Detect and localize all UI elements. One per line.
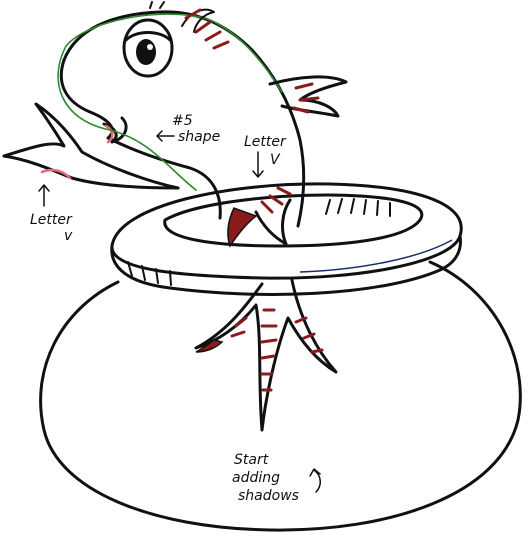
pot-body — [39, 260, 522, 532]
annotation-letter-v-right-line1: Letter — [244, 134, 287, 150]
annotation-letter-v-left-line1: Letter — [30, 212, 73, 228]
annotation-shadows: Start adding shadows — [232, 452, 321, 504]
fish-mouth — [102, 116, 128, 144]
tail-outline — [194, 278, 338, 432]
annotation-shadows-line1: Start — [234, 452, 269, 468]
eyelid — [124, 31, 172, 42]
pupil-highlight — [147, 44, 153, 50]
annotation-letter-v-left: Letter v — [30, 184, 73, 244]
front-fin-pink — [40, 168, 72, 180]
pupil — [136, 39, 156, 65]
pot-opening — [163, 193, 424, 248]
tail-fin-left — [195, 339, 224, 353]
annotation-letter-v-right-line2: V — [270, 152, 281, 168]
top-fin — [149, 1, 230, 50]
annotation-letter-v-right: Letter V — [244, 134, 287, 178]
annotation-shadows-line3: shadows — [238, 488, 299, 504]
fish-tail — [194, 278, 338, 432]
arrow-up-icon — [38, 184, 50, 207]
fish-belly — [59, 58, 222, 220]
front-fin-lower — [2, 154, 180, 190]
pot-rim-outer — [110, 182, 463, 280]
arrow-down-icon — [252, 151, 264, 178]
pot — [39, 182, 522, 532]
tail-stripes — [230, 308, 324, 392]
annotation-letter-v-left-line2: v — [64, 228, 73, 244]
front-fin — [2, 102, 180, 190]
front-fin-outline — [2, 102, 180, 190]
lower-fin-left — [227, 207, 258, 248]
fish — [2, 1, 348, 248]
pot-shadow-edge — [299, 239, 453, 273]
annotation-shape-5-line1: #5 — [172, 113, 193, 129]
annotation-shape-5-line2: shape — [178, 129, 220, 145]
fish-back — [62, 10, 306, 228]
arrow-left-icon — [156, 130, 175, 142]
side-fin-outline — [268, 75, 348, 118]
lower-fins — [227, 186, 292, 248]
side-fin — [268, 75, 348, 118]
annotation-shape-5: #5 shape — [156, 113, 220, 145]
annotation-shadows-line2: adding — [232, 470, 280, 486]
rim-ridges — [127, 198, 391, 286]
fish-mouth-pink — [104, 124, 114, 144]
lower-fin-right — [254, 198, 292, 246]
pot-rim-lower — [110, 234, 462, 296]
curved-arrow-icon — [309, 468, 321, 493]
eye — [122, 18, 174, 78]
number-5-guide-line — [57, 13, 283, 191]
